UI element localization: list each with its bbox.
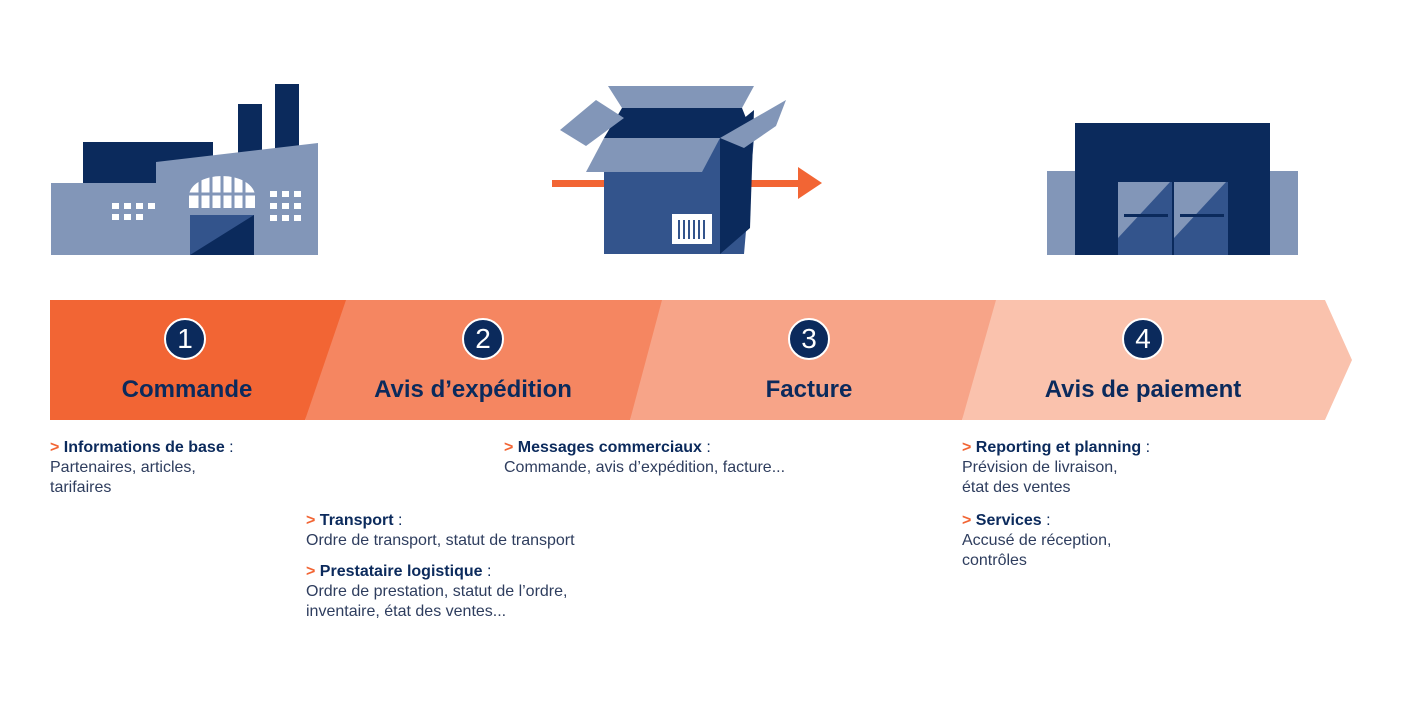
step-label-avis-paiement: Avis de paiement [1044, 376, 1242, 403]
bullet-arrow: > [306, 563, 316, 580]
info-title: Informations de base [63, 439, 225, 456]
info-title: Services [975, 512, 1042, 529]
info-line: inventaire, état des ventes... [306, 603, 507, 620]
info-line: Accusé de réception, [962, 532, 1112, 549]
info-colon: : [224, 439, 234, 456]
info-line: tarifaires [50, 479, 112, 496]
bullet-arrow: > [504, 439, 514, 456]
info-line: Commande, avis d’expédition, facture... [504, 459, 786, 476]
info-title: Messages commerciaux [517, 439, 702, 456]
info-colon: : [393, 512, 403, 529]
shipping-box-icon [552, 86, 822, 254]
bullet-arrow: > [962, 512, 972, 529]
info-block-prestataire-logistique: > Prestataire logistique : Ordre de pres… [306, 562, 567, 622]
info-line: contrôles [962, 552, 1027, 569]
step-label-commande: Commande [121, 376, 253, 403]
step-number-1: 1 [164, 318, 206, 360]
info-line: Partenaires, articles, [50, 459, 196, 476]
info-colon: : [701, 439, 711, 456]
info-block-informations-de-base: > Informations de base : Partenaires, ar… [50, 438, 234, 498]
factory-icon [51, 84, 318, 255]
info-colon: : [1141, 439, 1151, 456]
step-segment-3 [630, 300, 996, 420]
bullet-arrow: > [962, 439, 972, 456]
step-number-2: 2 [462, 318, 504, 360]
info-block-reporting-planning: > Reporting et planning : Prévision de l… [962, 438, 1150, 498]
info-line: Ordre de prestation, statut de l’ordre, [306, 583, 568, 600]
process-band [50, 300, 1352, 420]
bullet-arrow: > [306, 512, 316, 529]
info-colon: : [1041, 512, 1051, 529]
step-number-4: 4 [1122, 318, 1164, 360]
info-block-services: > Services : Accusé de réception, contrô… [962, 511, 1111, 571]
step-segment-2 [305, 300, 662, 420]
step-segment-1 [50, 300, 346, 420]
bullet-arrow: > [50, 439, 60, 456]
step-segment-4 [962, 300, 1352, 420]
info-line: Prévision de livraison, [962, 459, 1118, 476]
step-label-avis-expedition: Avis d’expédition [374, 376, 572, 403]
info-line: Ordre de transport, statut de transport [306, 532, 575, 549]
warehouse-icon [1047, 123, 1298, 255]
info-title: Transport [319, 512, 394, 529]
info-line: état des ventes [962, 479, 1071, 496]
info-colon: : [482, 563, 492, 580]
info-block-messages-commerciaux: > Messages commerciaux : Commande, avis … [504, 438, 785, 478]
step-label-facture: Facture [765, 376, 853, 403]
info-title: Prestataire logistique [319, 563, 483, 580]
info-title: Reporting et planning [975, 439, 1142, 456]
step-number-3: 3 [788, 318, 830, 360]
info-block-transport: > Transport : Ordre de transport, statut… [306, 511, 575, 551]
icons-row [51, 84, 1298, 255]
